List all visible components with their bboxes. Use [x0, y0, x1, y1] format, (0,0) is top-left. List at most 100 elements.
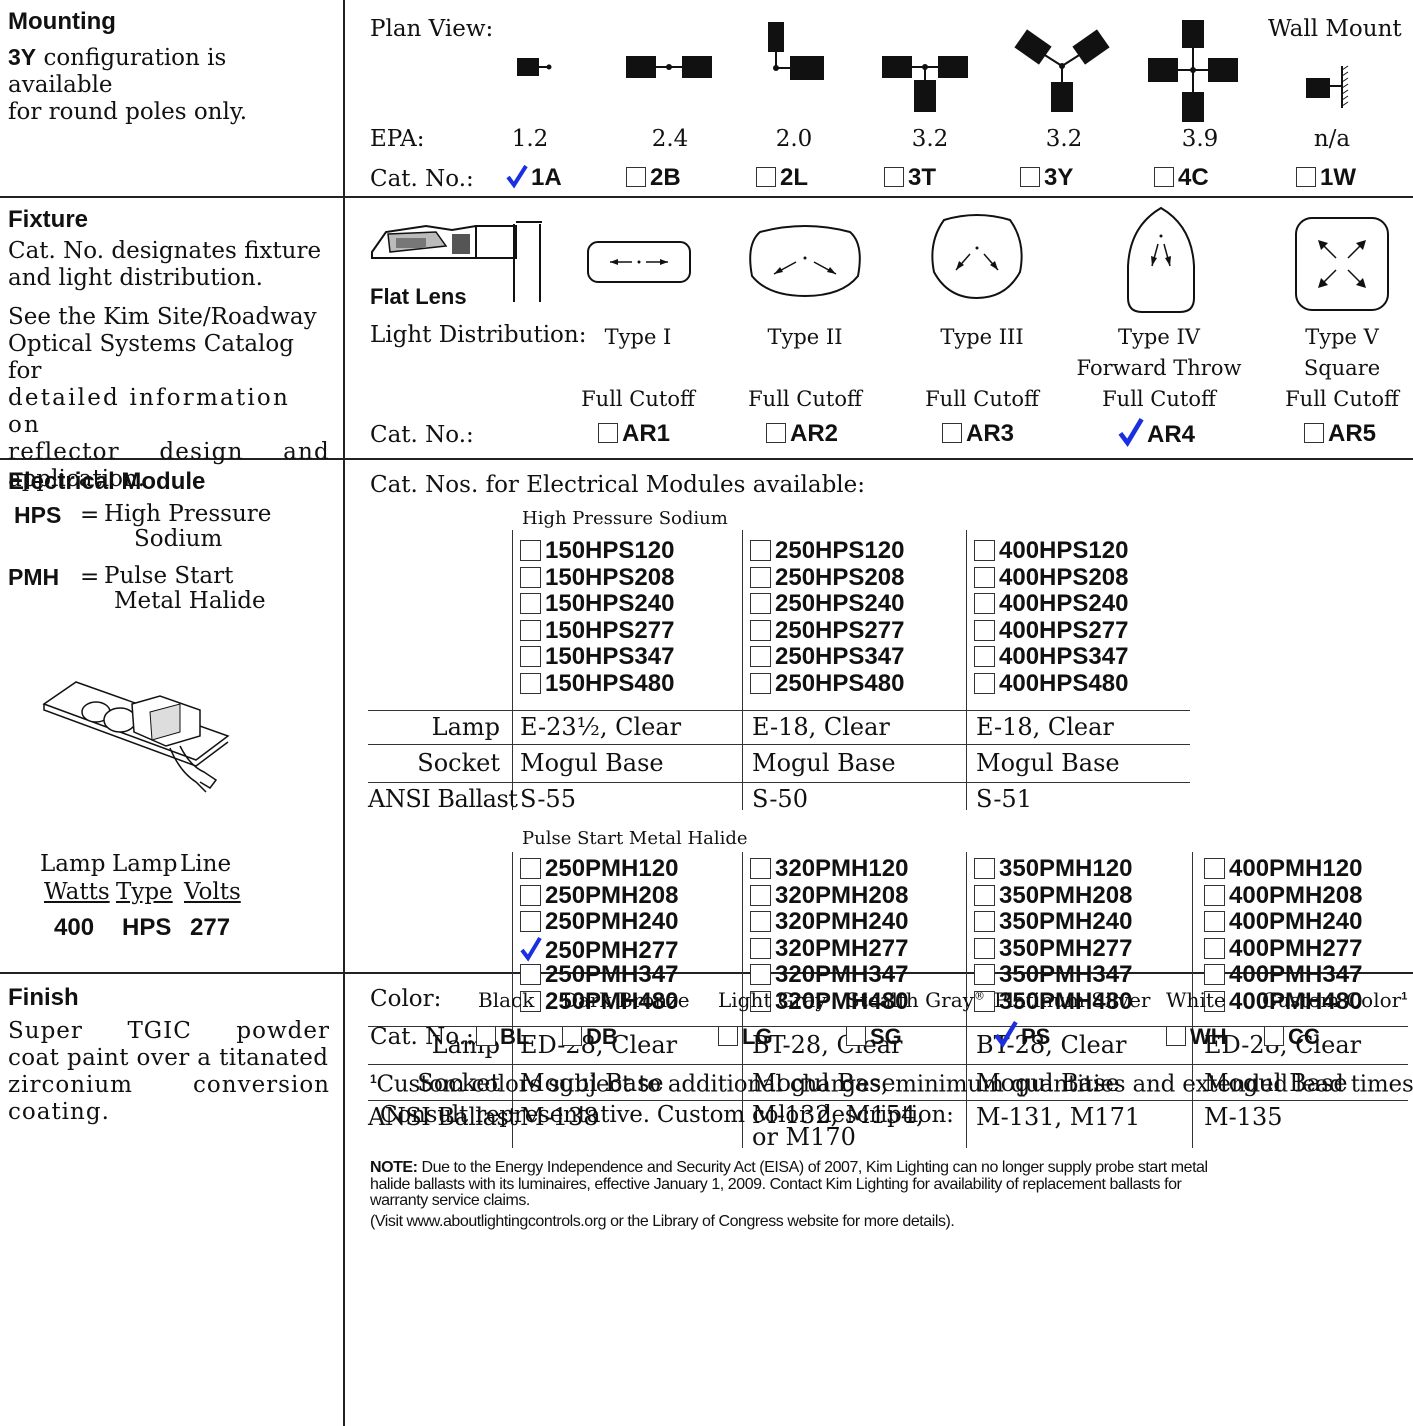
mount-option-1a[interactable]: 1A [506, 164, 562, 192]
model-option[interactable]: 400PMH240 [1204, 908, 1362, 936]
checkbox[interactable] [1296, 167, 1316, 187]
table-divider [1192, 852, 1193, 1148]
model-option[interactable]: 250PMH240 [520, 908, 678, 936]
model-option[interactable]: 150HPS347 [520, 643, 674, 671]
checkbox[interactable] [766, 423, 786, 443]
model-option[interactable]: 150HPS120 [520, 537, 674, 565]
mount-option-3y[interactable]: 3Y [1020, 164, 1073, 192]
checkmark-icon [520, 936, 542, 962]
model-option[interactable]: 250HPS120 [750, 537, 904, 565]
finish-option-cc[interactable]: CC [1264, 1024, 1320, 1050]
checkbox[interactable] [942, 423, 962, 443]
model-option[interactable]: 250HPS208 [750, 564, 904, 592]
model-option[interactable]: 400PMH347 [1204, 961, 1362, 989]
pmh-lamp-250: ED-28, Clear [520, 1031, 678, 1059]
pmh-group-label: Pulse Start Metal Halide [522, 828, 748, 849]
model-option[interactable]: 350PMH120 [974, 855, 1132, 883]
section-divider-mounting [0, 196, 1413, 198]
finish-option-bl[interactable]: BL [476, 1024, 529, 1050]
model-option[interactable]: 150HPS480 [520, 670, 674, 698]
fixture-option-ar5[interactable]: AR5 [1304, 420, 1376, 448]
color-name: Custom Color1 [1262, 988, 1408, 1012]
visit-note: (Visit www.aboutlightingcontrols.org or … [370, 1213, 955, 1230]
model-option[interactable]: 320PMH347 [750, 961, 908, 989]
finish-option-ps[interactable]: PS [994, 1020, 1050, 1050]
finish-option-wh[interactable]: WH [1166, 1024, 1227, 1050]
model-option[interactable]: 400HPS240 [974, 590, 1128, 618]
model-option[interactable]: 400PMH480 [1204, 988, 1362, 1016]
table-divider [512, 852, 513, 1148]
wall-mount-label: Wall Mount [1268, 16, 1402, 42]
epa-value: n/a [1313, 126, 1351, 152]
table-rule [368, 710, 1190, 711]
model-option[interactable]: 250HPS277 [750, 617, 904, 645]
model-option[interactable]: 400PMH120 [1204, 855, 1362, 883]
model-option[interactable]: 250PMH480 [520, 988, 678, 1016]
model-option[interactable]: 250HPS347 [750, 643, 904, 671]
type-v-distribution-icon [1295, 217, 1389, 311]
model-option[interactable]: 320PMH120 [750, 855, 908, 883]
model-option[interactable]: 150HPS277 [520, 617, 674, 645]
model-option[interactable]: 350PMH277 [974, 935, 1132, 963]
finish-option-lg[interactable]: LG [718, 1024, 773, 1050]
mount-option-3t[interactable]: 3T [884, 164, 936, 192]
model-option[interactable]: 150HPS240 [520, 590, 674, 618]
mount-option-1w[interactable]: 1W [1296, 164, 1356, 192]
mount-1w-icon [1306, 65, 1349, 108]
mount-option-2b[interactable]: 2B [626, 164, 681, 192]
model-option[interactable]: 250HPS240 [750, 590, 904, 618]
model-option[interactable]: 250PMH208 [520, 882, 678, 910]
fixture-option-ar4[interactable]: AR4 [1118, 417, 1195, 449]
model-option[interactable]: 350PMH208 [974, 882, 1132, 910]
model-option[interactable]: 250PMH120 [520, 855, 678, 883]
model-option[interactable]: 400PMH208 [1204, 882, 1362, 910]
model-option[interactable]: 320PMH277 [750, 935, 908, 963]
mount-option-4c[interactable]: 4C [1154, 164, 1209, 192]
checkbox[interactable] [1304, 423, 1324, 443]
table-rule [368, 744, 1190, 745]
fixture-option-ar1[interactable]: AR1 [598, 420, 670, 448]
model-option[interactable]: 400PMH277 [1204, 935, 1362, 963]
epa-value: 3.9 [1181, 126, 1219, 152]
mounting-title: Mounting [8, 8, 116, 35]
finish-option-sg[interactable]: SG [846, 1024, 902, 1050]
table-rule [368, 782, 1190, 783]
model-option[interactable]: 250HPS480 [750, 670, 904, 698]
checkbox[interactable] [756, 167, 776, 187]
pmh-ballast-250: M-138 [520, 1103, 599, 1131]
model-option[interactable]: 250PMH347 [520, 961, 678, 989]
model-option[interactable]: 150HPS208 [520, 564, 674, 592]
fixture-option-ar3[interactable]: AR3 [942, 420, 1014, 448]
model-option[interactable]: 320PMH208 [750, 882, 908, 910]
checkbox[interactable] [1020, 167, 1040, 187]
model-option[interactable]: 400HPS347 [974, 643, 1128, 671]
row-label-ballast: ANSI Ballast [368, 785, 518, 813]
checkbox[interactable] [598, 423, 618, 443]
color-name: White [1166, 988, 1226, 1012]
model-option[interactable]: 350PMH240 [974, 908, 1132, 936]
model-option[interactable]: 350PMH347 [974, 961, 1132, 989]
electrical-intro: Cat. Nos. for Electrical Modules availab… [370, 472, 866, 498]
model-option[interactable]: 320PMH480 [750, 988, 908, 1016]
checkbox[interactable] [1154, 167, 1174, 187]
type-iv-distribution-icon [1127, 206, 1195, 313]
model-option[interactable]: 350PMH480 [974, 988, 1132, 1016]
finish-option-db[interactable]: DB [562, 1024, 618, 1050]
checkbox[interactable] [626, 167, 646, 187]
fixture-option-ar2[interactable]: AR2 [766, 420, 838, 448]
flat-lens-label: Flat Lens [370, 284, 467, 309]
mount-option-2l[interactable]: 2L [756, 164, 808, 192]
table-divider [512, 530, 513, 810]
model-option[interactable]: 400HPS208 [974, 564, 1128, 592]
table-divider [742, 852, 743, 1148]
model-option[interactable]: 400HPS120 [974, 537, 1128, 565]
model-option-checked[interactable]: 250PMH277 [520, 936, 678, 963]
model-option[interactable]: 320PMH240 [750, 908, 908, 936]
checkbox[interactable] [884, 167, 904, 187]
model-option[interactable]: 400HPS480 [974, 670, 1128, 698]
model-option[interactable]: 400HPS277 [974, 617, 1128, 645]
mount-3y-icon [1014, 29, 1110, 112]
hps-ballast-150: S-55 [520, 785, 576, 813]
